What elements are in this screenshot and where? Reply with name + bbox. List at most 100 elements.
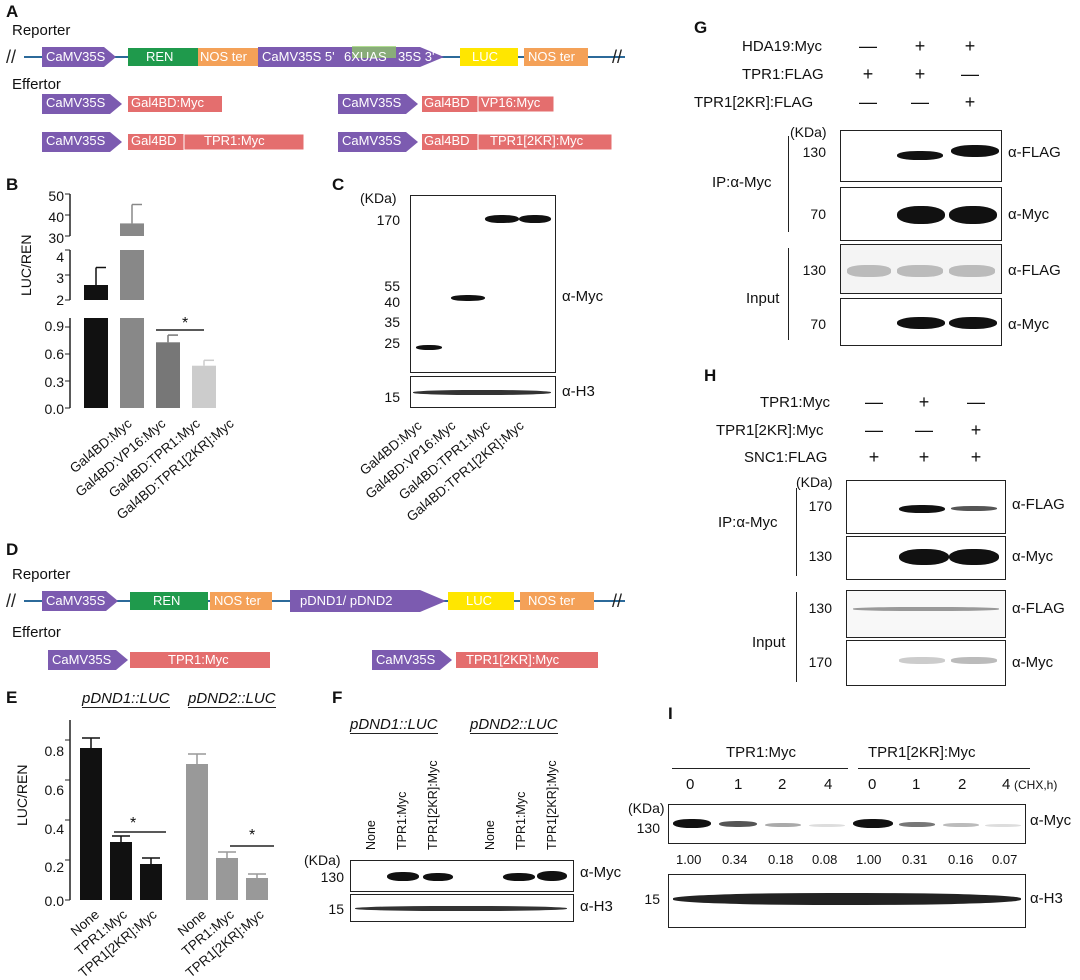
g-marker: 130 <box>802 262 826 278</box>
h-input: Input <box>752 634 786 651</box>
b-tick: 40 <box>48 209 64 225</box>
effector4-part1: Gal4BD <box>424 133 470 148</box>
svg-text://: // <box>612 47 622 67</box>
h-sign: + <box>868 447 880 467</box>
panel-label-g: G <box>694 18 708 37</box>
d-ren-label: REN <box>153 593 181 608</box>
effector2-promoter: CaMV35S <box>342 95 402 110</box>
g-antibody: α-Myc <box>1008 316 1050 333</box>
h-row-label: TPR1:Myc <box>760 394 831 411</box>
e-bar <box>80 748 102 900</box>
panel-label-d: D <box>6 540 19 559</box>
band <box>853 607 999 611</box>
svg-text://: // <box>6 591 16 611</box>
f-lane: TPR1:Myc <box>395 791 409 850</box>
b-tick: 0.0 <box>44 401 64 417</box>
f-blot-h3 <box>350 894 574 922</box>
i-time: 1 <box>734 776 743 793</box>
panel-d-reporter-construct: // // <box>6 590 625 612</box>
b-sig-star: * <box>182 315 189 332</box>
d-promoter-label: CaMV35S <box>46 593 106 608</box>
g-blot-ip-flag <box>840 130 1002 182</box>
h-antibody: α-Myc <box>1012 654 1054 671</box>
g-marker: 70 <box>810 316 826 332</box>
f-lane: TPR1:Myc <box>514 791 528 850</box>
g-sign: — <box>911 92 929 112</box>
h-marker: 130 <box>808 600 832 616</box>
g-sign: — <box>859 92 877 112</box>
panel-label-b: B <box>6 175 19 194</box>
panel-label-c: C <box>332 175 345 194</box>
f-group1: pDND1::LUC <box>350 716 438 734</box>
h-blot-ip-myc <box>846 536 1006 580</box>
b-tick: 50 <box>48 188 64 204</box>
g-sign: — <box>859 36 877 56</box>
b-tick: 4 <box>56 249 64 265</box>
h-antibody: α-FLAG <box>1012 600 1065 617</box>
band <box>673 893 1021 905</box>
band <box>809 824 845 827</box>
c-antibody-myc: α-Myc <box>562 288 604 305</box>
g-sign: + <box>862 64 874 84</box>
band <box>485 215 519 223</box>
h-sign: — <box>865 392 883 412</box>
e-group2: pDND2::LUC <box>188 690 276 708</box>
g-row-label: TPR1:FLAG <box>742 66 824 83</box>
b-tick: 3 <box>56 270 64 286</box>
h-antibody: α-FLAG <box>1012 496 1065 513</box>
i-time: 4 <box>1002 776 1011 793</box>
band <box>951 506 997 511</box>
c-marker: 55 <box>384 278 400 294</box>
band <box>943 823 979 827</box>
i-marker: 15 <box>644 891 660 907</box>
d-pdnd-label: pDND1/ pDND2 <box>300 593 393 608</box>
f-lane: None <box>483 820 497 850</box>
h-sign: + <box>970 447 982 467</box>
i-quant: 0.07 <box>992 852 1018 867</box>
h-blot-input-flag <box>846 590 1006 638</box>
e-bar <box>186 764 208 900</box>
h-sign: — <box>967 392 985 412</box>
effector3-promoter: CaMV35S <box>46 133 106 148</box>
b-bar-dotted-grey <box>120 318 144 408</box>
e-sig-star-1: * <box>130 815 137 832</box>
g-input-bracket <box>788 248 789 340</box>
i-quant: 0.34 <box>722 852 748 867</box>
f-marker: 15 <box>328 901 344 917</box>
b-tick: 0.6 <box>44 346 64 362</box>
effector4-promoter: CaMV35S <box>342 133 402 148</box>
band <box>451 295 485 301</box>
panel-d-effector-title: Effertor <box>12 624 61 641</box>
panel-e-bar-chart <box>65 720 274 901</box>
h-marker: 130 <box>808 548 832 564</box>
e-bar <box>246 878 268 900</box>
e-tick: 0.8 <box>44 743 64 759</box>
h-ip: IP:α-Myc <box>718 514 778 531</box>
band <box>503 873 535 881</box>
effector1-part: Gal4BD:Myc <box>131 95 204 110</box>
c-blot-h3 <box>410 376 556 408</box>
b-bar-dotted-light <box>192 365 216 408</box>
band <box>765 823 801 827</box>
h-sign: + <box>970 420 982 440</box>
f-blot-myc <box>350 860 574 892</box>
effector3-part2: TPR1:Myc <box>204 133 265 148</box>
i-time: 0 <box>868 776 877 793</box>
i-quant: 0.16 <box>948 852 974 867</box>
band <box>949 549 999 565</box>
i-group1: TPR1:Myc <box>726 744 797 761</box>
reporter-uas-label: 6XUAS <box>344 49 387 64</box>
h-row-label: TPR1[2KR]:Myc <box>716 422 824 439</box>
panel-label-a: A <box>6 2 19 21</box>
e-tick: 0.4 <box>44 821 64 837</box>
i-group2: TPR1[2KR]:Myc <box>868 744 976 761</box>
c-antibody-h3: α-H3 <box>562 383 595 400</box>
e-tick: 0.0 <box>44 893 64 909</box>
panel-d-effector-constructs <box>48 650 598 670</box>
e-tick: 0.6 <box>44 782 64 798</box>
e-group1: pDND1::LUC <box>82 690 170 708</box>
b-tick: 0.9 <box>44 318 64 334</box>
reporter-promoter-label: CaMV35S <box>46 49 106 64</box>
f-group2: pDND2::LUC <box>470 716 558 734</box>
panel-label-e: E <box>6 688 18 707</box>
